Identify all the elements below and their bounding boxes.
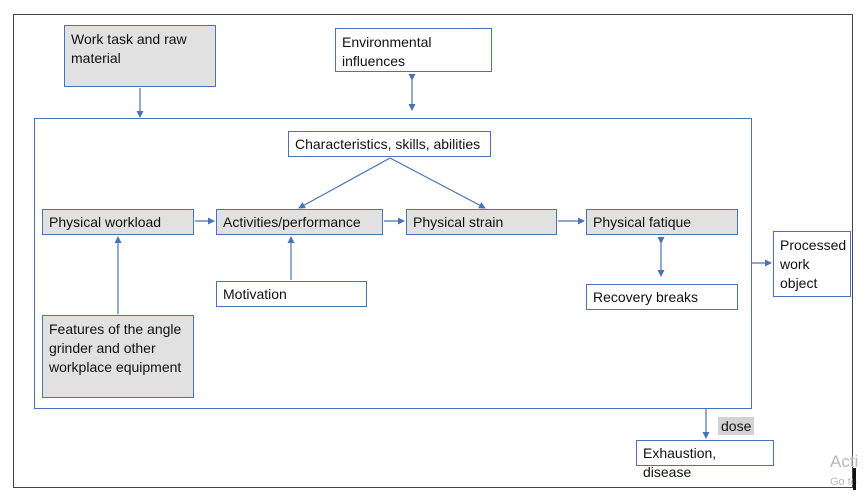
equipment-features-label: Features of the angle grinder and other …	[49, 321, 182, 375]
characteristics-box: Characteristics, skills, abilities	[288, 131, 491, 157]
arrow-characteristics-to-activities	[298, 157, 391, 209]
physical-workload-label: Physical workload	[49, 214, 162, 230]
physical-workload-box: Physical workload	[42, 209, 194, 235]
exhaustion-disease-label: Exhaustion, disease	[643, 445, 717, 480]
work-system-boundary	[34, 118, 752, 409]
environmental-influences-label: Environmental influences	[342, 34, 432, 69]
diagram-frame	[13, 14, 853, 488]
motivation-label: Motivation	[223, 286, 287, 302]
activities-performance-box: Activities/performance	[216, 209, 383, 235]
activation-watermark-line1: Acti	[830, 452, 859, 471]
environmental-influences-box: Environmental influences	[335, 28, 492, 72]
processed-work-object-box: Processed work object	[773, 231, 851, 297]
arrow-characteristics-to-strain	[389, 157, 486, 209]
recovery-breaks-label: Recovery breaks	[593, 289, 699, 305]
physical-strain-label: Physical strain	[413, 214, 504, 230]
dose-label: dose	[718, 417, 755, 435]
exhaustion-disease-box: Exhaustion, disease	[636, 440, 774, 480]
characteristics-label: Characteristics, skills, abilities	[295, 136, 481, 152]
physical-fatigue-label: Physical fatique	[593, 214, 692, 230]
equipment-features-box: Features of the angle grinder and other …	[42, 315, 194, 398]
physical-fatigue-box: Physical fatique	[586, 209, 738, 235]
processed-work-object-label: Processed work object	[780, 237, 847, 291]
recovery-breaks-box: Recovery breaks	[586, 284, 738, 310]
motivation-box: Motivation	[216, 281, 367, 307]
activation-watermark-line2: Go to	[830, 476, 857, 488]
physical-strain-box: Physical strain	[406, 209, 557, 235]
work-task-label: Work task and raw material	[71, 31, 187, 66]
work-task-box: Work task and raw material	[64, 25, 216, 87]
text-cursor-bar	[853, 468, 856, 490]
activities-performance-label: Activities/performance	[223, 214, 361, 230]
